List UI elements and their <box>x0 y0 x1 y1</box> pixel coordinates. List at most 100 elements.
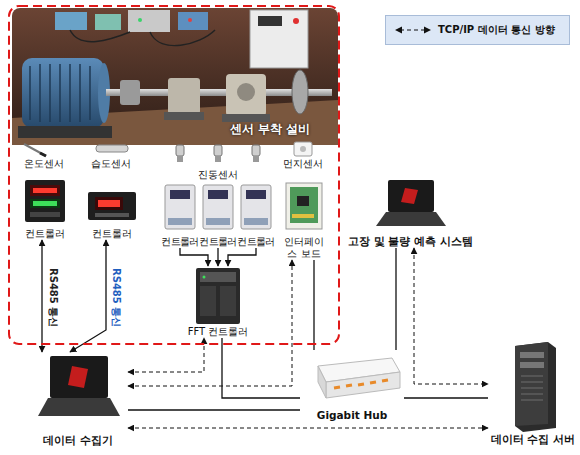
display-digits <box>98 200 120 207</box>
header-pins <box>292 214 314 218</box>
controller-body <box>165 185 195 229</box>
display <box>170 190 190 199</box>
temperature-sensor-icon <box>24 144 46 156</box>
fft-controller: FFT 컨트롤러 <box>185 266 251 338</box>
sensor-base <box>177 156 183 162</box>
interface-board-icon <box>286 183 322 229</box>
legend-text: TCP/IP 데이터 통신 방향 <box>438 23 555 37</box>
tower-body <box>515 342 556 432</box>
fft-controller-icon <box>196 268 240 324</box>
sensor-group: 진동센서 <box>168 141 268 181</box>
wired-connector <box>180 248 208 266</box>
bearing-block <box>226 74 266 116</box>
controller-device: 컨트롤러 <box>22 178 68 240</box>
controller-body <box>241 185 271 229</box>
screen-logo <box>68 366 88 388</box>
laptop-base <box>376 212 446 226</box>
inverter <box>250 10 308 68</box>
display <box>208 190 228 199</box>
panel-module <box>178 12 208 30</box>
legend-arrow-head <box>395 27 402 34</box>
device-label: 데이터 수집 서버 <box>488 433 578 446</box>
plc-module <box>200 286 216 316</box>
wired-connector <box>41 240 42 352</box>
controller-device: 컨트롤러 <box>199 182 237 248</box>
controller-body <box>25 180 65 222</box>
status-led <box>203 276 206 279</box>
device-label: 데이터 수집기 <box>28 434 128 447</box>
prediction-laptop-icon <box>376 180 446 226</box>
wired-connector <box>395 248 396 350</box>
pcb <box>290 187 318 223</box>
legend-item: TCP/IP 데이터 통신 방향 <box>394 23 555 37</box>
device-label: 컨트롤러 <box>86 228 138 240</box>
plc-module <box>220 286 236 316</box>
humidity-sensor-icon <box>96 145 128 152</box>
dust-sensor-body <box>294 142 312 156</box>
laptop-base <box>38 398 120 416</box>
dust-sensor-icon <box>294 142 312 156</box>
legend-box: TCP/IP 데이터 통신 방향 <box>385 15 570 45</box>
inverter-led <box>293 18 299 24</box>
gigabit-hub-icon <box>318 358 400 398</box>
status-led <box>188 18 192 22</box>
display <box>30 199 60 208</box>
cable <box>70 30 215 46</box>
vibration-sensor <box>252 145 260 156</box>
tcpip-connector <box>128 260 292 386</box>
wired-connector <box>228 248 256 266</box>
wired-connector <box>128 409 300 410</box>
wired-connector <box>222 338 300 398</box>
device-label: 컨트롤러 <box>199 236 237 248</box>
legend-arrow-head <box>424 27 431 34</box>
controller-device: 컨트롤러 <box>86 186 138 240</box>
drive-bay <box>520 362 544 368</box>
buttons <box>95 213 129 217</box>
device-label: 인터페이스 보드 <box>282 236 326 260</box>
sensor-device: 먼지센서 <box>280 140 326 170</box>
wired-connector <box>217 248 218 266</box>
tcpip-connector <box>128 428 488 429</box>
wired-connector <box>313 260 314 350</box>
legend-dashed-line <box>400 29 426 30</box>
rotor-disk <box>292 70 308 114</box>
device-label: 온도센서 <box>18 158 70 170</box>
connector-label: RS485 통신 <box>110 268 122 327</box>
motor-body <box>22 58 104 128</box>
temperature-controller-icon <box>25 180 65 222</box>
sensor-device: 습도센서 <box>82 141 140 170</box>
status-led <box>138 18 142 22</box>
buttons <box>30 212 60 217</box>
dust-sensor-port <box>300 146 306 152</box>
controller-body <box>88 192 136 220</box>
collector-laptop-icon <box>38 356 120 416</box>
device-label: 컨트롤러 <box>161 236 199 248</box>
plc-module <box>200 272 236 282</box>
bearing-base <box>222 114 270 122</box>
drive-bay <box>520 352 544 358</box>
screen-logo <box>401 188 418 204</box>
interface-board: 인터페이스 보드 <box>282 180 326 260</box>
equipment-photo <box>12 8 338 145</box>
photo-background <box>12 8 338 145</box>
wired-connector <box>404 397 488 398</box>
motor-base <box>18 126 112 138</box>
data-collector: 데이터 수집기 <box>28 352 128 447</box>
device-label: 고장 및 불량 예측 시스템 <box>348 235 468 248</box>
coupling <box>120 80 140 105</box>
device-label: 습도센서 <box>82 158 140 170</box>
probe-handle <box>40 153 46 156</box>
chip <box>297 196 309 206</box>
sensor-base <box>253 156 259 162</box>
board-frame <box>286 183 322 229</box>
bearing-block <box>168 78 200 114</box>
laptop-screen <box>388 180 434 212</box>
tower-vents <box>521 376 543 400</box>
device-label: 컨트롤러 <box>237 236 275 248</box>
display-digits <box>33 188 57 193</box>
panel-module <box>95 14 121 30</box>
hub-front <box>326 372 400 398</box>
humidity-controller-icon <box>88 192 136 220</box>
inverter-display <box>258 16 282 26</box>
